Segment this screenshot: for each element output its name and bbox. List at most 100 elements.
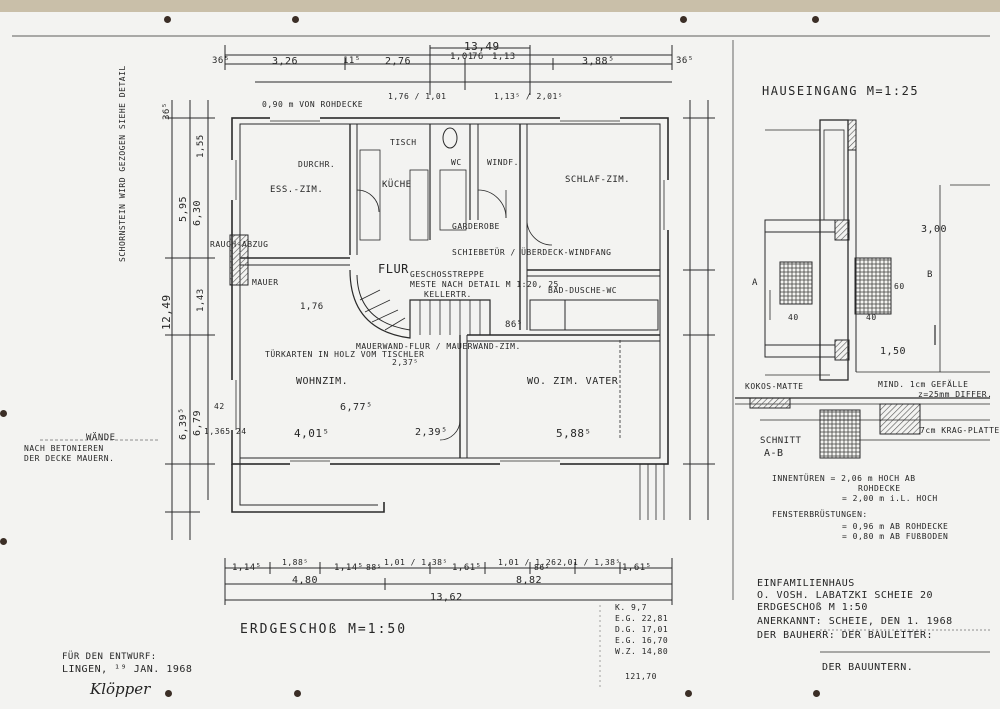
dim-label: 4,01⁵ xyxy=(294,427,330,440)
area-row: D.G. 17,01 xyxy=(615,625,669,634)
sec-label: A-B xyxy=(764,448,784,459)
dim-label: 1,61⁵ xyxy=(452,563,482,573)
door-dim: 1,76 / 1,01 xyxy=(388,92,447,101)
sec-label: SCHNITT xyxy=(760,436,802,446)
section-title-hauseingang: HAUSEINGANG M=1:25 xyxy=(762,84,920,98)
sec-dim: 3,00 xyxy=(921,224,948,235)
area-row: W.Z. 14,80 xyxy=(615,647,669,656)
room-label-wozim-vater: WO. ZIM. VATER xyxy=(527,376,619,387)
dim-label: 4,80 xyxy=(292,575,319,586)
note-ueberdeck: SCHIEBETÜR / ÜBERDECK-WINDFANG xyxy=(452,248,612,257)
room-label-bad: BAD-DUSCHE-WC xyxy=(548,286,618,295)
dim-label: 3,88⁵ xyxy=(582,56,615,67)
area-row: E.G. 22,81 xyxy=(615,614,669,623)
dim-label: 1,88⁵ xyxy=(282,558,309,567)
area-row: K. 9,7 xyxy=(615,603,647,612)
dim-label: 42 xyxy=(214,402,225,411)
note-innentueren: = 2,00 m i.L. HOCH xyxy=(842,494,938,503)
sec-dim: 40 xyxy=(866,313,877,322)
drawing-title: ERDGESCHOß M=1:50 xyxy=(240,622,408,637)
sec-note: z=25mm DIFFER. xyxy=(918,390,993,399)
label-durchreiche: DURCHR. xyxy=(298,160,336,169)
sec-note: MIND. 1cm GEFÄLLE xyxy=(878,380,969,389)
binder-hole xyxy=(812,16,819,23)
signature: Klöpper xyxy=(90,680,151,698)
room-label-windfang: WINDF. xyxy=(487,158,519,167)
dim-label: 1,13 xyxy=(492,52,516,62)
dim-label: 1,76 xyxy=(300,302,324,312)
note-kellertreppe: KELLERTR. xyxy=(424,290,472,299)
binder-hole xyxy=(292,16,299,23)
area-row: 121,70 xyxy=(625,672,657,681)
dim-label: 36⁵ xyxy=(676,56,694,66)
note-meste: MESTE NACH DETAIL M 1:20, 25 xyxy=(410,280,559,289)
dim-vertical: 1,55 xyxy=(196,134,206,158)
note-rauch-abzug: RAUCH-ABZUG xyxy=(210,240,269,249)
ceiling-note: 0,90 m VON ROHDECKE xyxy=(262,100,364,109)
binder-hole xyxy=(813,690,820,697)
sec-note: 7cm KRAG-PLATTE xyxy=(920,426,1000,435)
dim-vertical: 6,39⁵ xyxy=(178,407,189,440)
dim-label: 36⁵ xyxy=(212,56,230,66)
dim-label: 1,14⁵ xyxy=(334,563,364,573)
note-geschosstreppe: GESCHOSSTREPPE xyxy=(410,270,485,279)
binder-hole xyxy=(0,410,7,417)
dim-label: 8,82 xyxy=(516,575,543,586)
room-label-wc: WC xyxy=(451,158,462,167)
room-label-schlaf: SCHLAF-ZIM. xyxy=(565,175,631,185)
sec-dim: 40 xyxy=(788,313,799,322)
dim-total-top: 13,49 xyxy=(464,40,500,53)
note-schornstein: SCHORNSTEIN WIRD GEZOGEN SIEHE DETAIL xyxy=(118,65,127,262)
room-label-kueche: KÜCHE xyxy=(382,180,412,190)
dim-label: 86⁵ xyxy=(534,563,550,572)
note-fenster: = 0,80 m AB FUßBODEN xyxy=(842,532,949,541)
sec-dim: 60 xyxy=(894,282,905,291)
sec-note: KOKOS-MATTE xyxy=(745,382,804,391)
label-garderobe: GARDEROBE xyxy=(452,222,500,231)
note-innentueren: INNENTÜREN = 2,06 m HOCH AB xyxy=(772,474,916,483)
dim-total-bottom: 13,62 xyxy=(430,592,463,603)
dim-label: 1,01 / 1,26 xyxy=(498,558,557,567)
sec-dim: 1,50 xyxy=(880,346,907,357)
sec-mark-b: B xyxy=(927,270,933,280)
binder-hole xyxy=(164,16,171,23)
dim-label: 86⁵ xyxy=(505,320,523,330)
note-innentueren: ROHDECKE xyxy=(858,484,901,493)
dim-vertical: 1,43 xyxy=(196,288,206,312)
dim-label: 2,76 xyxy=(385,56,412,67)
door-dim: 1,13⁵ / 2,01⁵ xyxy=(494,92,564,101)
room-label-wohn: WOHNZIM. xyxy=(296,376,349,387)
label-tisch: TISCH xyxy=(390,138,417,147)
dim-vertical: 6,30 xyxy=(192,199,203,226)
dim-label: 1,61⁵ xyxy=(622,563,652,573)
dim-label: 1,01 / 1,38⁵ xyxy=(384,558,448,567)
walls-note: WÄNDE xyxy=(86,433,116,443)
area-row: E.G. 16,70 xyxy=(615,636,669,645)
note-tuerkarten: TÜRKARTEN IN HOLZ VOM TISCHLER xyxy=(265,350,425,359)
dim-label: 2,01 / 1,38⁵ xyxy=(557,558,621,567)
sec-mark-a: A xyxy=(752,278,758,288)
dim-vertical: 36⁵ xyxy=(162,102,172,120)
dim-vertical: 5,95 xyxy=(178,195,189,222)
room-label-flur: FLUR xyxy=(378,262,409,276)
dim-label: 3,26 xyxy=(272,56,299,67)
title-block-line: ERDGESCHOß M 1:50 xyxy=(757,602,868,613)
room-label-ess: ESS.-ZIM. xyxy=(270,185,324,195)
dim-label: 1,14⁵ xyxy=(232,563,262,573)
walls-note: DER DECKE MAUERN. xyxy=(24,454,115,463)
dim-label: 5,88⁵ xyxy=(556,427,592,440)
note-mauer: MAUER xyxy=(252,278,279,287)
title-block-line: DER BAUUNTERN. xyxy=(822,662,914,673)
binder-hole xyxy=(685,690,692,697)
dim-label: 11⁵ xyxy=(343,56,361,66)
dim-vertical: 6,79 xyxy=(192,409,203,436)
dim-label: 6,77⁵ xyxy=(340,402,373,413)
title-block-line: ANERKANNT: SCHEIE, DEN 1. 1968 xyxy=(757,616,953,627)
binder-hole xyxy=(0,538,7,545)
walls-note: NACH BETONIEREN xyxy=(24,444,104,453)
binder-hole xyxy=(165,690,172,697)
title-block-line: DER BAUHERR: DER BAULEITER: xyxy=(757,630,934,641)
signature-date: LINGEN, ¹⁹ JAN. 1968 xyxy=(62,664,193,675)
signature-caption: FÜR DEN ENTWURF: xyxy=(62,652,157,662)
dim-vertical: 12,49 xyxy=(160,294,173,330)
